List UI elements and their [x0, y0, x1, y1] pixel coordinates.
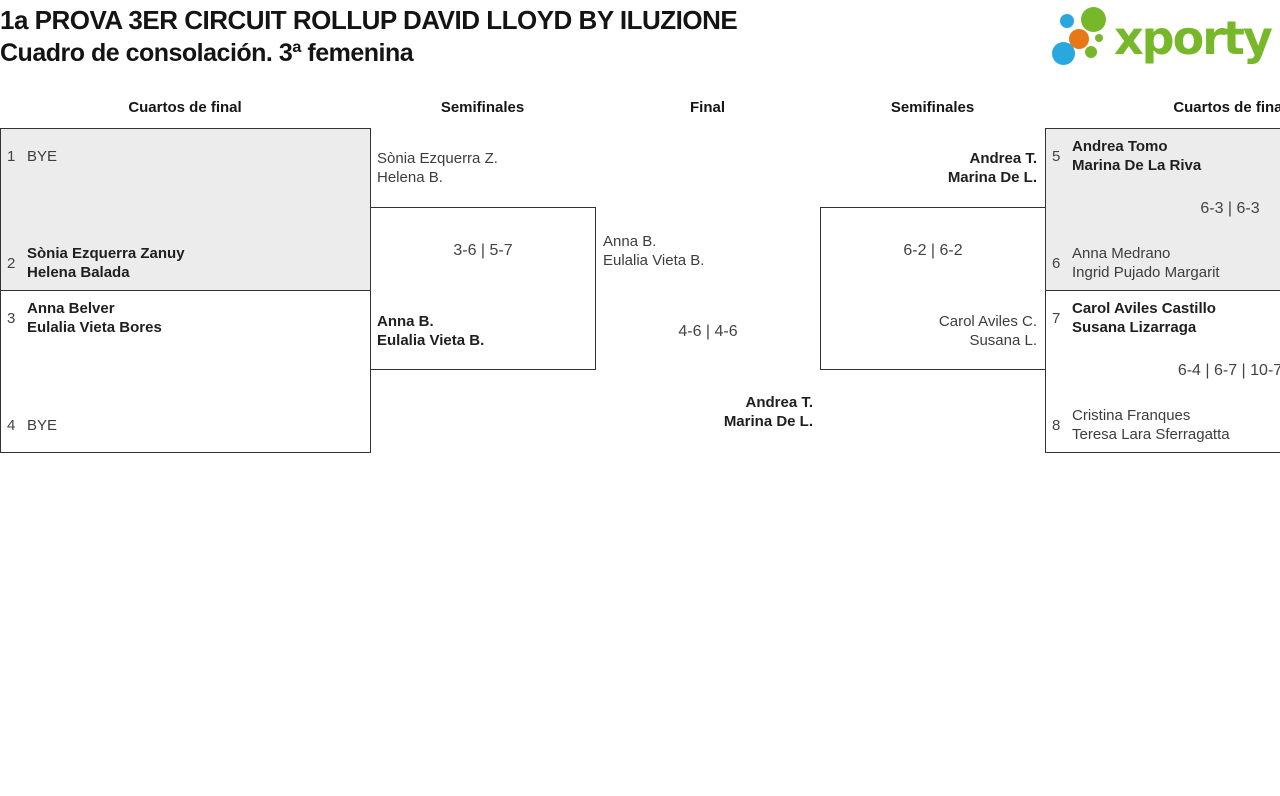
seed-number: 6	[1052, 254, 1061, 272]
logo-dot-blue-large	[1052, 42, 1075, 65]
seed-number: 4	[7, 417, 16, 434]
qf-left-2-team-bottom: 4 BYE	[7, 416, 57, 435]
match-box-sf-right[interactable]	[820, 207, 1046, 370]
team-name-line: Andrea Tomo	[1072, 138, 1168, 155]
team-name-line: BYE	[27, 148, 58, 165]
team-names: Anna Medrano Ingrid Pujado Margarit	[1072, 244, 1220, 282]
match-box-sf-left[interactable]	[370, 207, 596, 370]
team-name-line: Anna B.	[377, 313, 434, 330]
team-name-line: Carol Aviles Castillo	[1072, 300, 1216, 317]
team-name-line: Andrea T.	[969, 150, 1037, 167]
logo-dot-green-tiny	[1095, 34, 1103, 42]
qf-right-1-team-bottom: 6 Anna Medrano Ingrid Pujado Margarit	[1052, 244, 1220, 282]
qf-right-2-score: 6-4 | 6-7 | 10-7	[1177, 362, 1280, 379]
team-name-line: Teresa Lara Sferragatta	[1072, 426, 1230, 443]
round-header-sf-left: Semifinales	[440, 99, 525, 116]
team-names: Carol Aviles Castillo Susana Lizarraga	[1072, 299, 1216, 337]
team-name-line: Anna Belver	[27, 300, 115, 317]
seed-number: 7	[1052, 309, 1061, 327]
seed-number: 8	[1052, 416, 1061, 434]
team-name-line: BYE	[27, 417, 58, 434]
seed-number: 5	[1052, 147, 1061, 165]
round-header-sf-right: Semifinales	[890, 99, 975, 116]
team-name-line: Sònia Ezquerra Z.	[377, 150, 498, 167]
team-name-line: Susana Lizarraga	[1072, 319, 1197, 336]
match-box-qf-left-2[interactable]	[0, 290, 371, 453]
draw-subtitle: Cuadro de consolación. 3ª femenina	[0, 39, 414, 67]
team-names: BYE	[27, 147, 57, 166]
team-name-line: Marina De L.	[947, 169, 1037, 186]
seed-number: 3	[7, 309, 16, 327]
sf-right-team-bottom: Carol Aviles C. Susana L.	[820, 312, 1037, 350]
qf-left-1-team-top: 1 BYE	[7, 147, 57, 166]
team-names: Anna Belver Eulalia Vieta Bores	[27, 299, 162, 337]
logo-wordmark: xporty	[1114, 11, 1273, 65]
team-name-line: Carol Aviles C.	[938, 313, 1037, 330]
logo-dot-green-large	[1081, 7, 1106, 32]
round-header-qf-left: Cuartos de final	[128, 99, 242, 116]
team-name-line: Sònia Ezquerra Zanuy	[27, 245, 185, 262]
tournament-title: 1a PROVA 3ER CIRCUIT ROLLUP DAVID LLOYD …	[0, 5, 738, 35]
team-names: Cristina Franques Teresa Lara Sferragatt…	[1072, 406, 1230, 444]
qf-right-2-team-top: 7 Carol Aviles Castillo Susana Lizarraga	[1052, 299, 1216, 337]
sf-left-team-bottom: Anna B. Eulalia Vieta B.	[377, 312, 484, 350]
team-name-line: Anna B.	[603, 233, 657, 250]
final-team-left: Anna B. Eulalia Vieta B.	[603, 232, 704, 270]
team-name-line: Eulalia Vieta Bores	[27, 319, 162, 336]
sf-right-score: 6-2 | 6-2	[903, 242, 963, 259]
logo-dot-blue-small	[1060, 14, 1074, 28]
match-box-qf-right-2[interactable]	[1045, 290, 1280, 453]
team-names: Andrea Tomo Marina De La Riva	[1072, 137, 1201, 175]
logo-dot-green-small	[1085, 46, 1097, 58]
seed-number: 2	[7, 254, 16, 272]
sf-left-score: 3-6 | 5-7	[453, 242, 513, 259]
team-name-line: Helena B.	[377, 169, 443, 186]
final-score: 4-6 | 4-6	[678, 323, 738, 340]
sf-right-team-top: Andrea T. Marina De L.	[820, 149, 1037, 187]
team-name-line: Anna Medrano	[1072, 245, 1171, 262]
champion-team: Andrea T. Marina De L.	[595, 393, 813, 431]
team-names: Sònia Ezquerra Zanuy Helena Balada	[27, 244, 185, 282]
team-name-line: Marina De La Riva	[1072, 157, 1202, 174]
team-name-line: Marina De L.	[723, 413, 813, 430]
team-name-line: Ingrid Pujado Margarit	[1072, 264, 1220, 281]
qf-right-2-team-bottom: 8 Cristina Franques Teresa Lara Sferraga…	[1052, 406, 1230, 444]
qf-left-2-team-top: 3 Anna Belver Eulalia Vieta Bores	[7, 299, 162, 337]
team-name-line: Helena Balada	[27, 264, 130, 281]
sf-left-team-top: Sònia Ezquerra Z. Helena B.	[377, 149, 498, 187]
team-name-line: Eulalia Vieta B.	[603, 252, 705, 269]
round-header-qf-right: Cuartos de final	[1173, 99, 1280, 116]
team-name-line: Eulalia Vieta B.	[377, 332, 485, 349]
team-name-line: Cristina Franques	[1072, 407, 1191, 424]
team-names: BYE	[27, 416, 57, 435]
team-name-line: Susana L.	[969, 332, 1037, 349]
xporty-logo[interactable]: xporty	[1048, 6, 1280, 72]
qf-left-1-team-bottom: 2 Sònia Ezquerra Zanuy Helena Balada	[7, 244, 185, 282]
match-box-qf-right-1[interactable]	[1045, 128, 1280, 291]
seed-number: 1	[7, 148, 16, 165]
qf-right-1-team-top: 5 Andrea Tomo Marina De La Riva	[1052, 137, 1201, 175]
qf-right-1-score: 6-3 | 6-3	[1200, 200, 1260, 217]
logo-dot-orange	[1069, 29, 1089, 49]
round-header-final: Final	[689, 99, 725, 116]
team-name-line: Andrea T.	[745, 394, 813, 411]
page-title: 1a PROVA 3ER CIRCUIT ROLLUP DAVID LLOYD …	[0, 4, 738, 69]
